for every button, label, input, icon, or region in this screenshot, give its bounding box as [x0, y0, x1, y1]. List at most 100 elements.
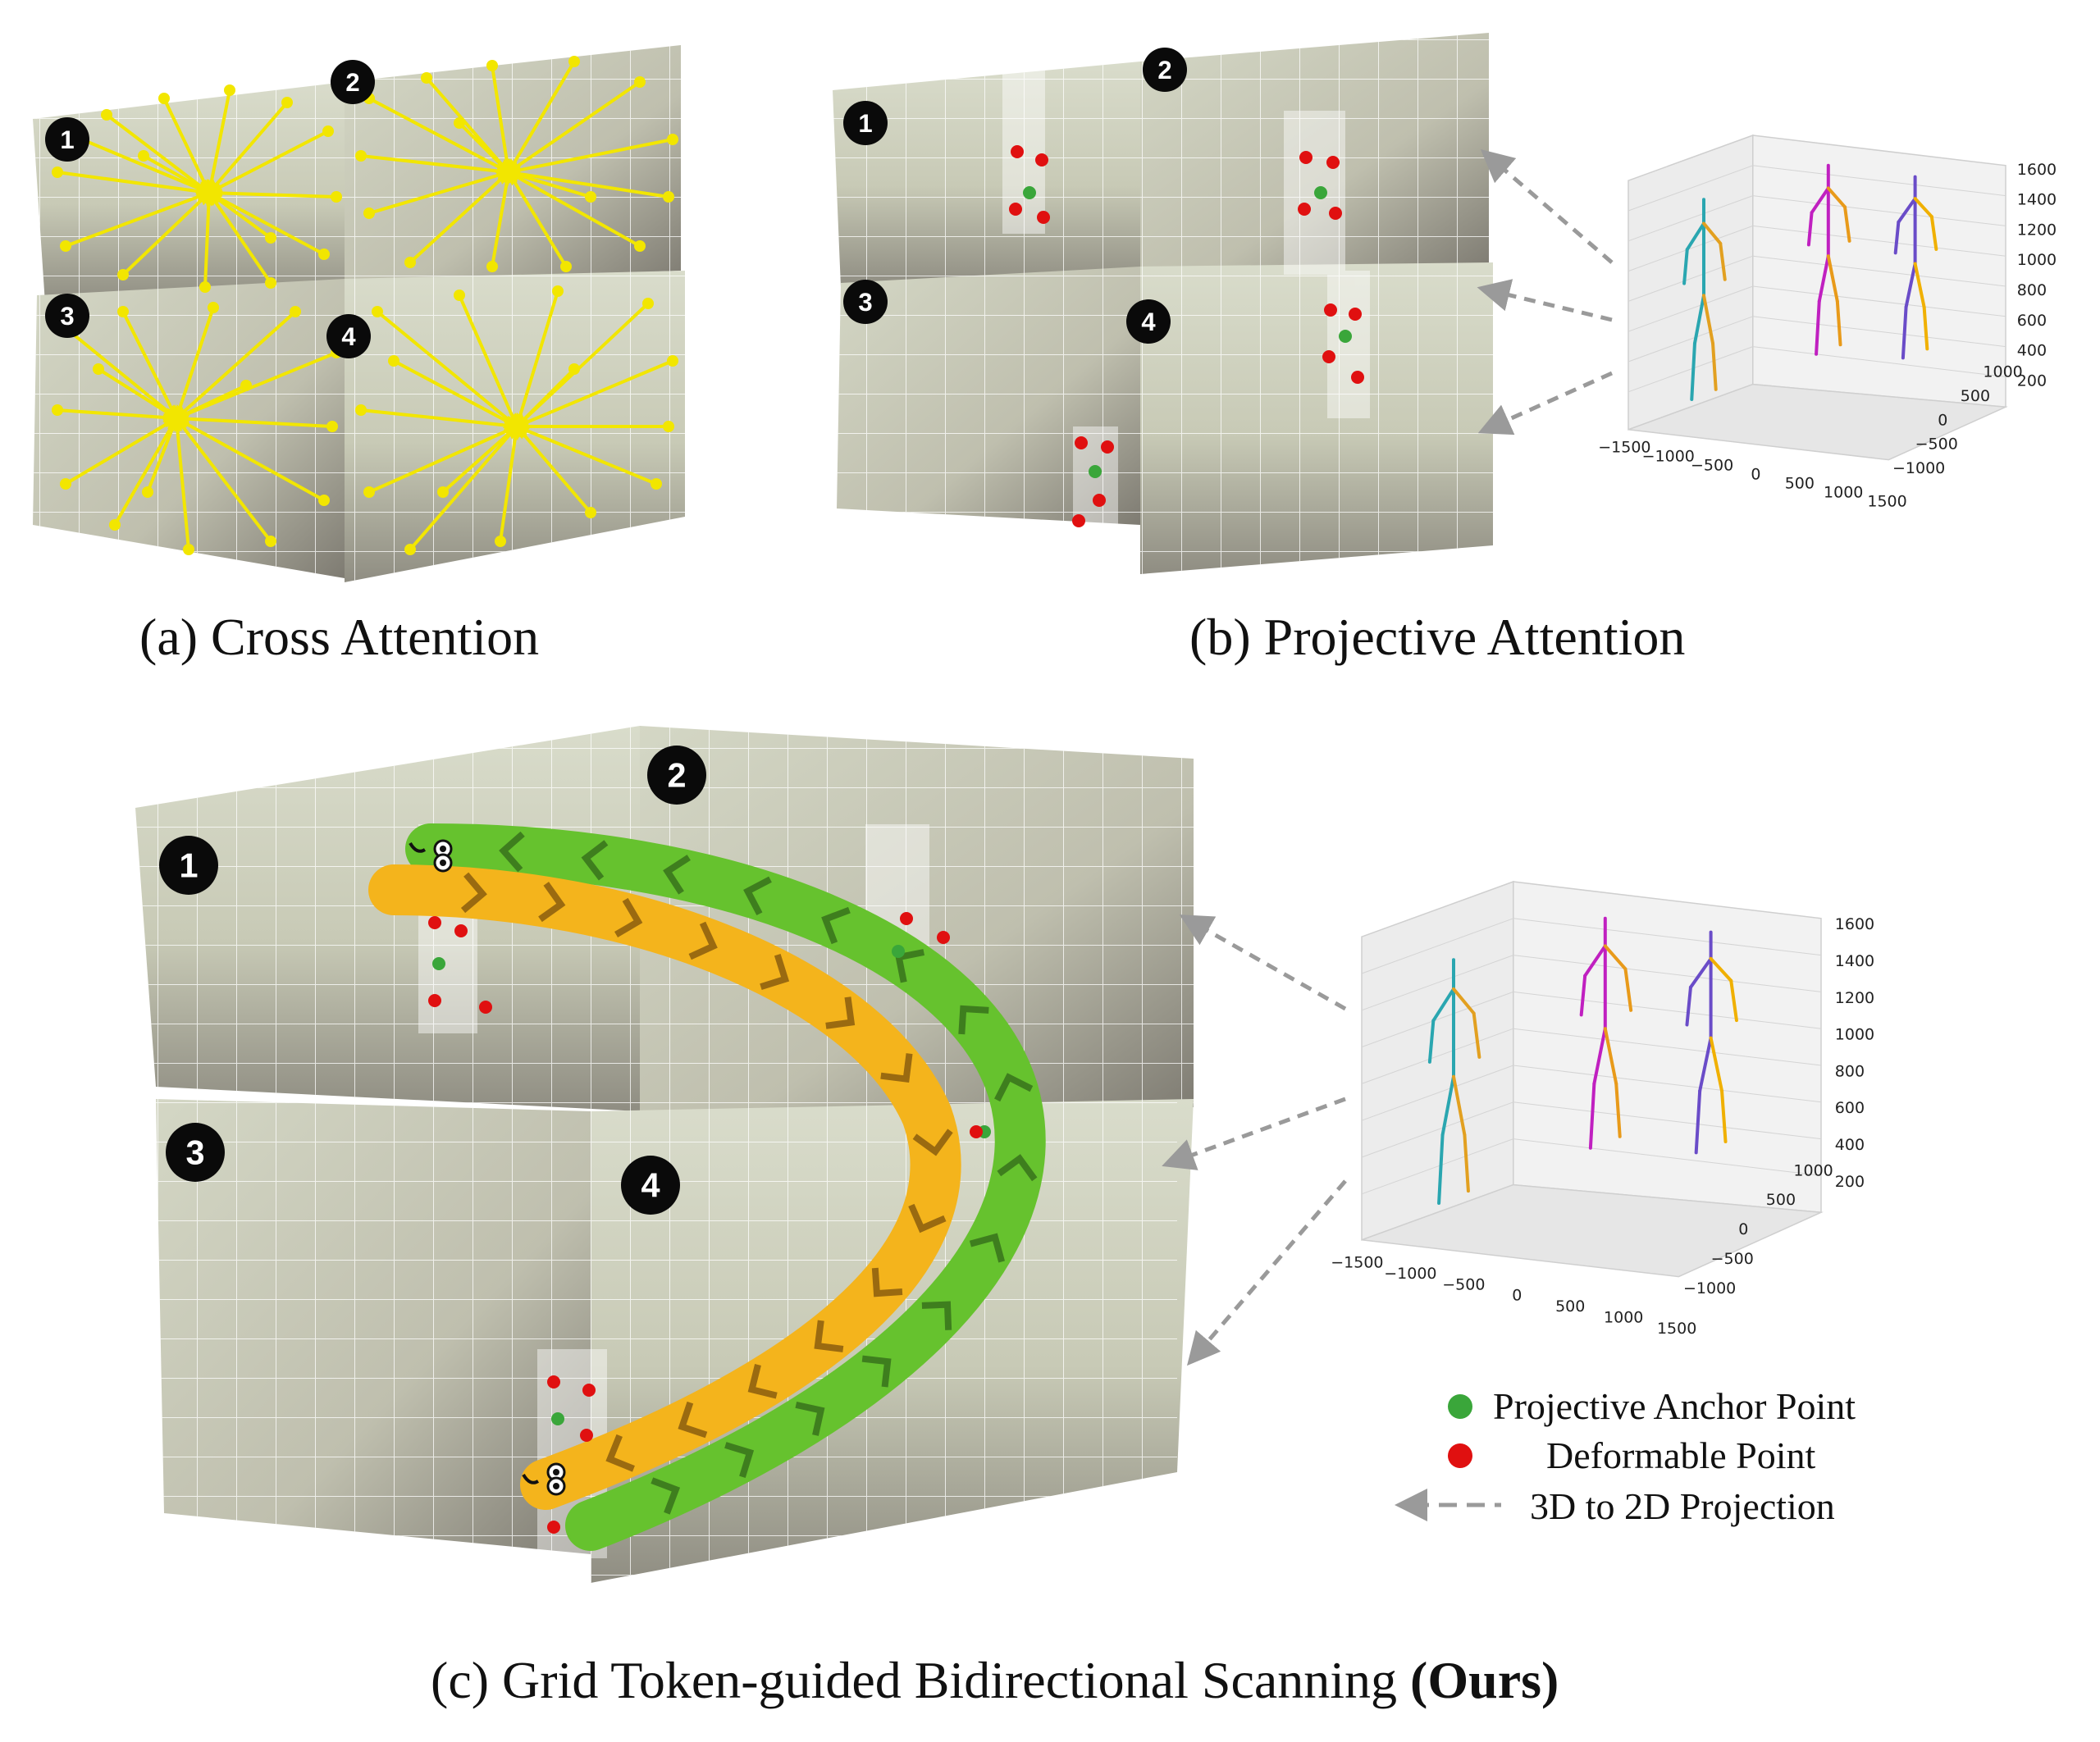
- attention-ray: [200, 130, 329, 198]
- attention-ray: [167, 408, 333, 429]
- plot-grid-line: [1361, 1065, 1513, 1121]
- deformable-point: [454, 924, 468, 937]
- scan-chevron: [814, 1320, 844, 1352]
- plot-grid-line: [1513, 955, 1822, 992]
- attention-source-point: [326, 421, 338, 432]
- attention-source-point: [667, 355, 678, 367]
- plot-z-tick: 400: [2017, 342, 2047, 360]
- plot-grid-line: [1361, 1101, 1513, 1158]
- scan-chevron: [908, 1203, 947, 1234]
- attention-source-point: [585, 507, 596, 518]
- view-badge: [166, 1123, 225, 1182]
- attention-ray: [143, 154, 218, 198]
- skeleton-bone: [1463, 1133, 1470, 1193]
- scan-chevron: [921, 1301, 952, 1330]
- plot-grid-line: [1752, 346, 2006, 377]
- plot-y-tick: 0: [1738, 1220, 1748, 1238]
- attention-ray: [491, 65, 518, 182]
- attention-ray: [146, 408, 182, 493]
- skeleton-bone: [1583, 944, 1607, 978]
- skeleton-bone: [1913, 262, 1926, 309]
- attention-source-point: [372, 306, 383, 317]
- plot-x-tick: 0: [1751, 466, 1760, 484]
- attention-ray: [105, 113, 217, 199]
- plot-3d-panel-b: 1600140012001000800600400200−1500−1000−5…: [1598, 134, 2057, 511]
- attention-source-point: [355, 404, 367, 416]
- attention-ray: [121, 311, 181, 427]
- attention-ray: [57, 171, 219, 202]
- panel-c-bidirectional-scanning: [135, 726, 1194, 1583]
- projective-anchor-point: [551, 1412, 564, 1425]
- skeleton-bone: [1588, 1082, 1596, 1150]
- attention-ray: [409, 418, 523, 551]
- view-badge-number: 1: [858, 109, 872, 138]
- view-badge-number: 4: [341, 322, 356, 351]
- scan-chevron: [871, 1267, 903, 1297]
- plot-y-tick: −500: [1711, 1250, 1754, 1268]
- projective-anchor-point: [1023, 186, 1036, 199]
- view-badge: [331, 60, 375, 104]
- plot-grid-line: [1628, 316, 1753, 363]
- attention-ray: [503, 163, 568, 268]
- attention-source-point: [388, 355, 399, 367]
- panel-b-view-4: [1140, 262, 1493, 574]
- legend-anchor-label: Projective Anchor Point: [1493, 1385, 1856, 1427]
- view-badge-number: 3: [60, 302, 74, 331]
- scan-chevron: [688, 921, 718, 960]
- plot-grid-line: [1752, 165, 2006, 197]
- deformable-point: [1093, 494, 1106, 507]
- attention-ray: [500, 167, 641, 248]
- attention-ray: [121, 185, 217, 276]
- attention-ray: [393, 359, 526, 431]
- attention-ray: [81, 138, 219, 198]
- deformable-point: [1035, 153, 1048, 166]
- attention-ray: [368, 97, 518, 177]
- attention-source-point: [486, 60, 498, 71]
- attention-ray: [510, 418, 592, 514]
- attention-source-point: [331, 191, 342, 203]
- attention-ray: [491, 162, 517, 267]
- skeleton-bone: [1603, 1027, 1618, 1086]
- deformable-point: [937, 931, 950, 944]
- legend-deformable-label: Deformable Point: [1546, 1434, 1816, 1476]
- attention-ray: [203, 185, 272, 285]
- attention-source-point: [142, 486, 153, 498]
- view-badge-number: 2: [345, 68, 359, 97]
- deformable-point: [428, 994, 441, 1007]
- attention-ray: [458, 121, 516, 180]
- view-badge-number: 3: [185, 1133, 204, 1171]
- plot-x-tick: −500: [1442, 1275, 1485, 1293]
- plot-z-tick: 1600: [2017, 161, 2057, 179]
- attention-source-point: [651, 478, 662, 490]
- skeleton-bone: [1817, 254, 1830, 303]
- attention-source-point: [495, 536, 506, 547]
- scan-chevron: [861, 1355, 892, 1388]
- attention-source-point: [318, 495, 330, 506]
- skeleton-bone: [1472, 1011, 1481, 1059]
- plot-z-tick: 1400: [1835, 952, 1874, 970]
- attention-source-point: [101, 109, 112, 121]
- skeleton-bone: [1893, 220, 1901, 255]
- skeleton-bone: [1826, 186, 1847, 209]
- deformable-point: [1322, 350, 1335, 363]
- scan-chevron: [760, 953, 790, 990]
- skeleton-bone: [1437, 1133, 1445, 1205]
- attention-ray: [509, 290, 559, 436]
- skeleton-bone: [1694, 1089, 1702, 1155]
- scan-chevron: [743, 876, 772, 916]
- attention-ray: [503, 60, 576, 181]
- scan-chevron: [460, 872, 487, 914]
- plot-z-tick: 200: [2017, 372, 2047, 390]
- attention-ray: [201, 89, 231, 203]
- plot-x-tick: 500: [1785, 475, 1815, 493]
- attention-source-point: [634, 240, 646, 252]
- view-badge: [647, 746, 706, 805]
- deformable-point: [1072, 514, 1085, 527]
- skeleton-bone: [1603, 944, 1628, 971]
- panel-c-view-1: [135, 726, 640, 1111]
- plot-y-tick: 1000: [1793, 1161, 1833, 1179]
- skeleton-bone: [1702, 221, 1723, 245]
- plot-z-tick: 600: [1835, 1099, 1865, 1117]
- panel-b-projective-attention: [833, 33, 1493, 574]
